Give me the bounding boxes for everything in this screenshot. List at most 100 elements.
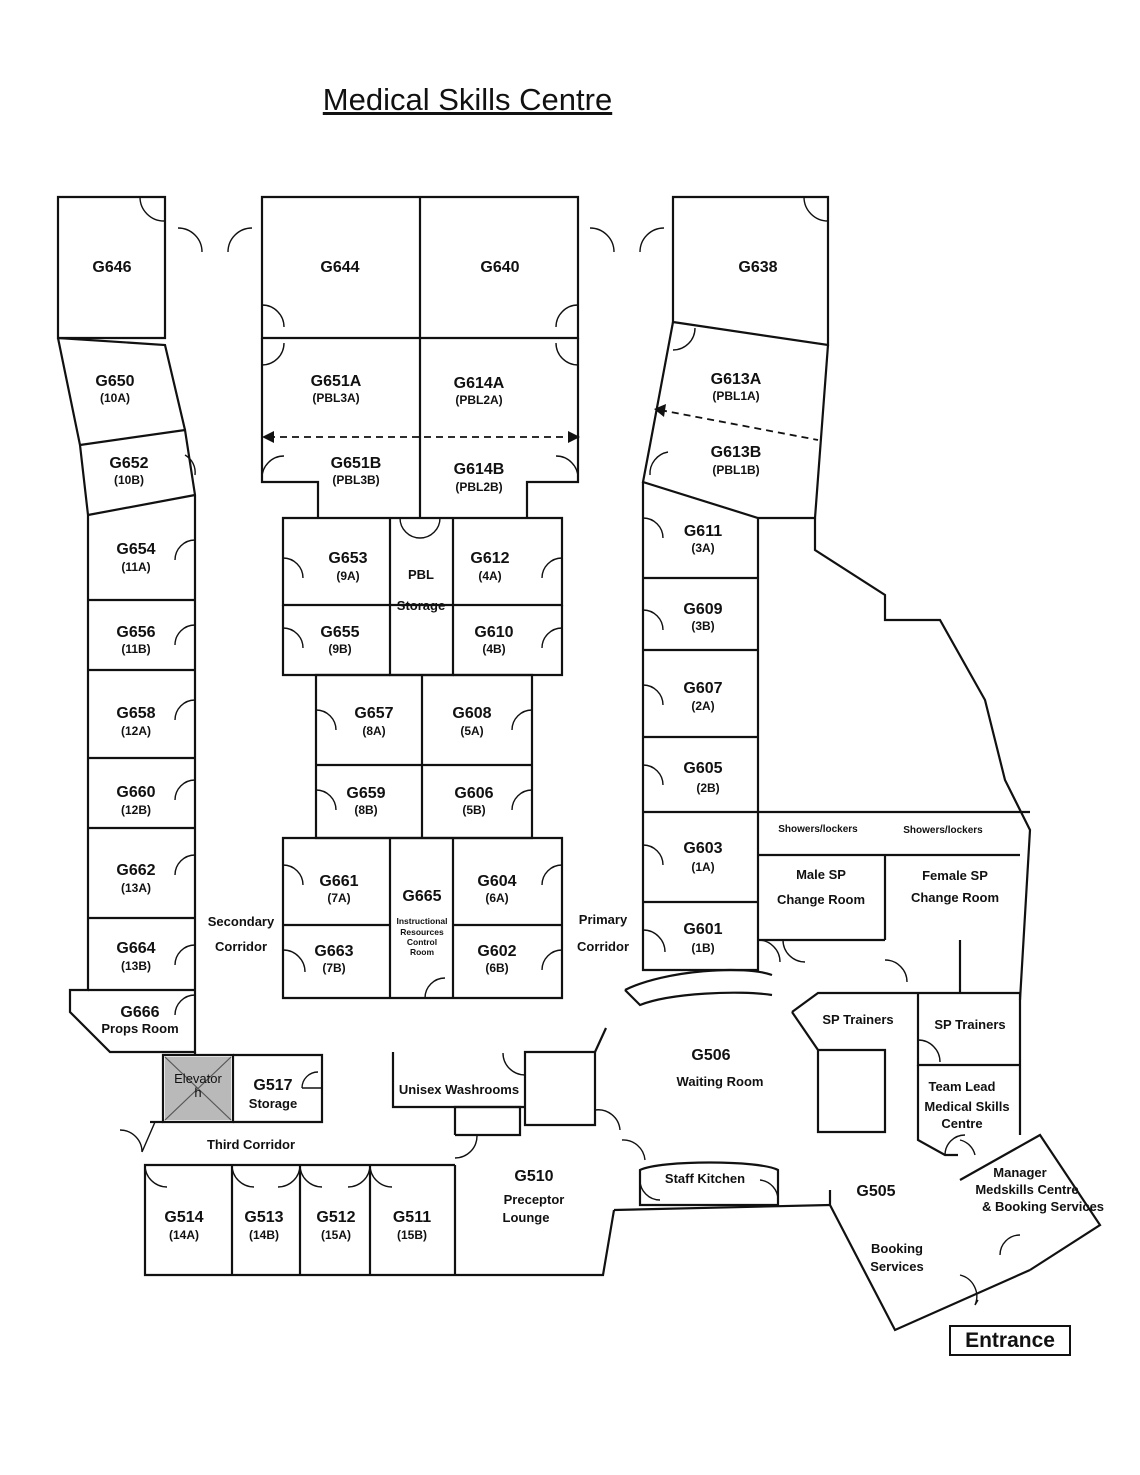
g665-code: G665 [402,888,441,905]
svg-text:(15A): (15A) [321,1228,351,1242]
svg-text:(PBL3A): (PBL3A) [312,391,359,405]
svg-text:(5A): (5A) [460,724,483,738]
svg-text:G604: G604 [477,873,516,890]
manager-line-3: & Booking Services [982,1199,1104,1214]
svg-text:(15B): (15B) [397,1228,427,1242]
room-g655: G655(9B) [320,624,359,656]
room-g661: G661(7A) [319,873,358,905]
svg-text:G612: G612 [470,550,509,567]
svg-text:(2A): (2A) [691,699,714,713]
svg-text:(3A): (3A) [691,541,714,555]
room-g653: G653(9A) [328,550,367,583]
g666-code: G666 [120,1004,159,1021]
room-g602: G602(6B) [477,943,516,975]
elevator-label: Elevator [174,1071,222,1086]
svg-text:(10A): (10A) [100,391,130,405]
svg-text:(8B): (8B) [354,803,377,817]
svg-text:G651A: G651A [311,373,362,390]
g517-code: G517 [253,1077,292,1094]
room-g662: G662(13A) [116,862,155,895]
svg-text:G601: G601 [683,921,722,938]
room-g513: G513(14B) [244,1209,283,1242]
svg-text:(4B): (4B) [482,642,505,656]
g665-line-2: Resources [400,927,444,937]
g517-name: Storage [249,1096,297,1111]
room-g613b: G613B(PBL1B) [711,444,762,477]
team-lead-line-1: Team Lead [929,1079,996,1094]
room-g614a: G614A(PBL2A) [454,375,505,407]
partition-arrowheads [262,404,666,443]
manager-line-2: Medskills Centre [975,1182,1078,1197]
svg-text:(14A): (14A) [169,1228,199,1242]
door-swings [119,196,1021,1306]
svg-text:G655: G655 [320,624,359,641]
booking-line-2: Services [870,1259,924,1274]
showers-female-label: Showers/lockers [903,825,983,836]
svg-text:G664: G664 [116,940,155,957]
svg-text:G662: G662 [116,862,155,879]
g510-line-2: Lounge [503,1210,550,1225]
svg-text:(8A): (8A) [362,724,385,738]
pbl-storage-label: PBL [408,567,434,582]
primary-corridor-2: Corridor [577,939,629,954]
svg-text:G650: G650 [95,373,134,390]
svg-text:(7A): (7A) [327,891,350,905]
room-g603: G603(1A) [683,840,722,874]
g510-line-1: Preceptor [504,1192,565,1207]
room-g654: G654(11A) [116,541,155,574]
g510-code: G510 [514,1168,553,1185]
room-g605: G605 (2B) [683,760,722,795]
svg-text:(11A): (11A) [121,560,150,574]
svg-text:G663: G663 [314,943,353,960]
svg-text:G640: G640 [480,259,519,276]
svg-text:(2B): (2B) [696,781,719,795]
room-g511: G511 (15B) [393,1209,431,1242]
showers-male-label: Showers/lockers [778,824,858,835]
svg-text:(1B): (1B) [691,941,714,955]
svg-text:(1A): (1A) [691,860,714,874]
svg-text:G605: G605 [683,760,722,777]
folding-partitions [268,409,819,441]
secondary-corridor-1: Secondary [208,914,275,929]
room-g610: G610(4B) [474,624,513,656]
svg-text:G607: G607 [683,680,722,697]
room-g644: G644 [320,259,359,276]
page-title: Medical Skills Centre [322,82,613,117]
svg-text:G644: G644 [320,259,359,276]
room-g609: G609(3B) [683,601,722,633]
g506-name: Waiting Room [677,1074,764,1089]
male-change-line-1: Male SP [796,867,846,882]
room-g657: G657(8A) [354,705,393,738]
svg-text:G661: G661 [319,873,358,890]
female-change-line-2: Change Room [911,890,999,905]
svg-text:G658: G658 [116,705,155,722]
room-labels: G646 G644 G640 G638 G650(10A) G652(10B) … [92,259,777,1242]
svg-text:(7B): (7B) [322,961,345,975]
room-g512: G512 (15A) [316,1209,355,1242]
svg-text:G511: G511 [393,1209,431,1226]
svg-text:G606: G606 [454,785,493,802]
room-g608: G608 (5A) [452,705,491,738]
room-g656: G656(11B) [116,624,155,656]
room-g663: G663(7B) [314,943,353,975]
room-g660: G660(12B) [116,784,155,817]
male-change-line-2: Change Room [777,892,865,907]
primary-corridor-1: Primary [579,912,628,927]
svg-text:G652: G652 [109,455,148,472]
svg-text:G512: G512 [316,1209,355,1226]
room-g638: G638 [738,259,777,276]
room-g607: G607 (2A) [683,680,722,713]
room-g646: G646 [92,259,131,276]
room-g601: G601 (1B) [683,921,722,955]
g505-code: G505 [856,1183,895,1200]
walls [56,195,1102,1332]
svg-text:(PBL2B): (PBL2B) [455,480,502,494]
room-g606: G606(5B) [454,785,493,817]
room-g650: G650(10A) [95,373,134,405]
g665-line-4: Room [410,947,435,957]
svg-text:G646: G646 [92,259,131,276]
room-g651b: G651B(PBL3B) [331,455,382,487]
svg-text:(12B): (12B) [121,803,151,817]
svg-text:G608: G608 [452,705,491,722]
